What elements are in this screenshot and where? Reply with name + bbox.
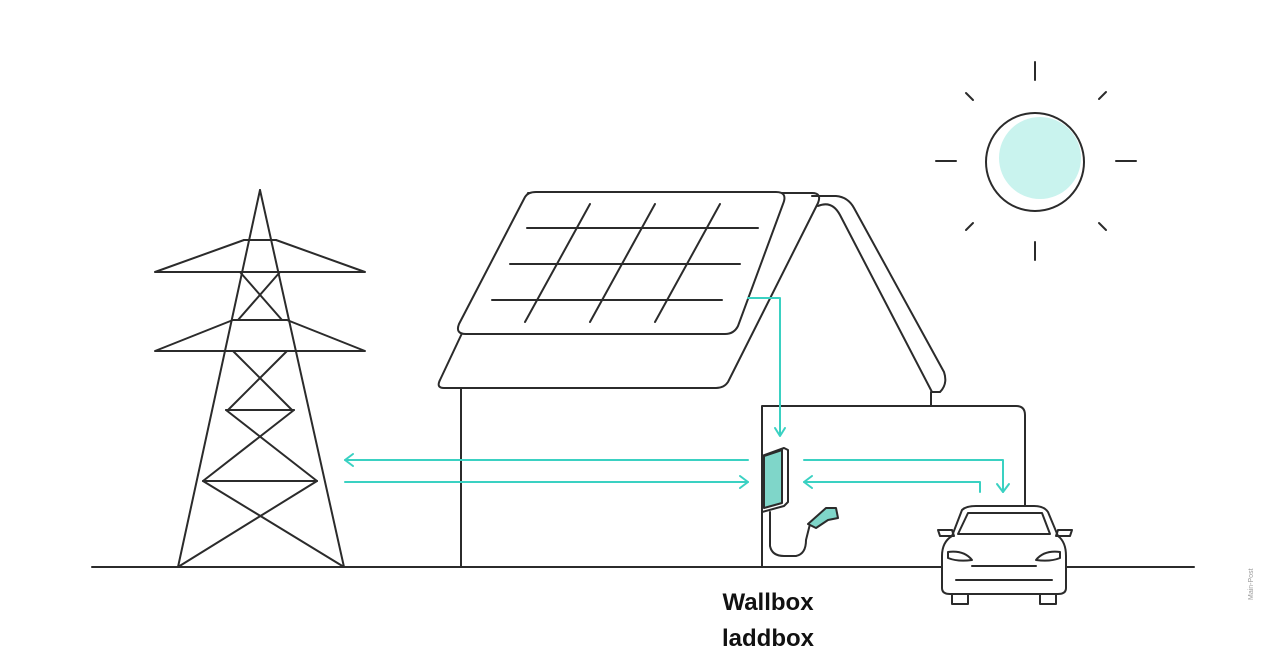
energy-flow-arrows	[344, 297, 1010, 493]
laddbox-label: laddbox	[721, 625, 814, 652]
wallbox-icon	[761, 447, 811, 557]
car-icon	[937, 505, 1073, 605]
charging-plug-icon	[807, 507, 839, 529]
solar-panel-icon	[456, 191, 786, 335]
image-credit: Main-Post	[1248, 568, 1255, 600]
pylon-icon	[154, 189, 366, 568]
energy-flow-diagram	[91, 61, 1195, 605]
sun-icon	[935, 61, 1137, 261]
house-icon	[437, 192, 1026, 568]
wallbox-label: Wallbox	[722, 589, 814, 616]
